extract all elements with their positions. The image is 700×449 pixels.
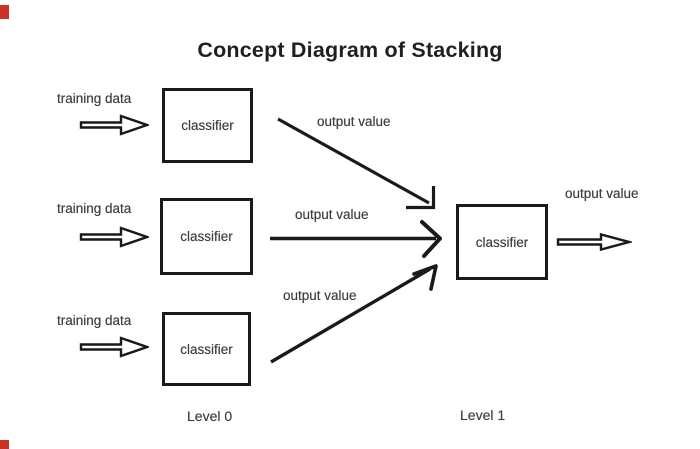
classifier-box-3-label: classifier xyxy=(180,341,233,357)
training-data-block-arrow-icon-1 xyxy=(79,114,149,136)
training-data-label-3: training data xyxy=(57,313,132,328)
classifier-box-1: classifier xyxy=(162,88,253,163)
red-corner-marker-top-icon xyxy=(0,5,9,19)
classifier-box-2: classifier xyxy=(160,198,253,275)
classifier-box-1-label: classifier xyxy=(181,118,234,133)
arrow-classifier3-to-level1 xyxy=(270,264,438,364)
classifier-box-level1-label: classifier xyxy=(475,234,529,250)
output-value-label-3: output value xyxy=(283,288,357,303)
level0-caption: Level 0 xyxy=(187,408,233,424)
output-value-label-2: output value xyxy=(295,207,369,222)
training-data-label-2: training data xyxy=(57,201,132,216)
arrow-classifier1-to-level1 xyxy=(277,117,436,210)
output-value-label-final: output value xyxy=(565,186,639,201)
red-corner-marker-bottom-icon xyxy=(0,440,9,449)
classifier-box-3: classifier xyxy=(162,312,251,386)
output-value-label-1: output value xyxy=(317,114,391,129)
training-data-label-1: training data xyxy=(57,91,132,106)
diagram-title: Concept Diagram of Stacking xyxy=(197,38,503,62)
classifier-box-level1: classifier xyxy=(456,204,548,280)
training-data-block-arrow-icon-3 xyxy=(79,336,149,358)
training-data-block-arrow-icon-2 xyxy=(79,226,149,248)
classifier-box-2-label: classifier xyxy=(180,229,233,244)
level1-caption: Level 1 xyxy=(460,407,506,423)
arrow-classifier2-to-level1 xyxy=(270,220,442,258)
output-block-arrow-icon xyxy=(556,232,632,252)
